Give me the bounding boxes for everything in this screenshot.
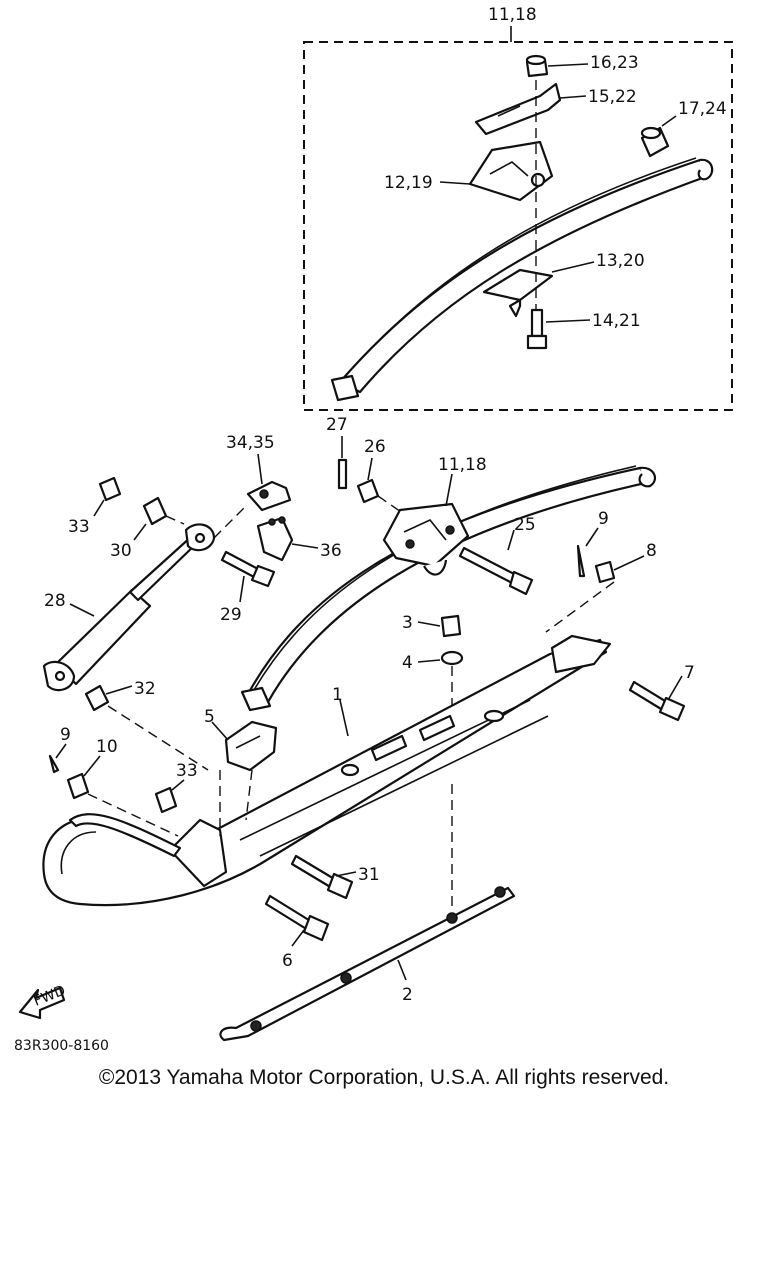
callout-c14-21: 14,21 [592,311,641,331]
callout-c9-left: 9 [60,725,71,745]
nut-8 [594,560,616,584]
callout-c12-19: 12,19 [384,173,433,193]
bracket-34-35 [246,480,292,512]
bolt-29 [220,550,276,588]
bushing-17-24 [640,126,670,158]
callout-c36: 36 [320,541,342,561]
ski-parts-diagram: 11,18 16,23 15,22 17,24 12,19 13,20 [14,5,733,1054]
nut-3 [440,614,462,638]
runner-2 [219,886,516,1042]
callout-c11-18: 11,18 [438,455,487,475]
leaf-spring [240,465,657,712]
callout-c30: 30 [110,541,132,561]
nut-33-bottom [154,786,178,814]
bolt-27 [337,458,348,490]
cotter-pin-9-right [576,544,586,578]
bracket-15-22 [474,82,562,136]
callout-c25: 25 [514,515,536,535]
inset-box [303,41,733,411]
callout-c8: 8 [646,541,657,561]
nut-26 [356,478,380,504]
callout-c10: 10 [96,737,118,757]
shock-absorber-28 [42,523,216,692]
callout-c4: 4 [402,653,413,673]
callout-c27: 27 [326,415,348,435]
callout-c15-22: 15,22 [588,87,637,107]
bushing-30 [142,496,168,526]
callout-c33-bottom: 33 [176,761,198,781]
washer-4 [440,650,464,666]
copyright-notice: ©2013 Yamaha Motor Corporation, U.S.A. A… [98,1066,670,1089]
callout-c34-35: 34,35 [226,433,275,453]
callout-c13-20: 13,20 [596,251,645,271]
callout-c1: 1 [332,685,343,705]
damper-36 [256,516,294,562]
seat-12-19 [468,140,554,202]
callout-c33-top: 33 [68,517,90,537]
callout-c17-24: 17,24 [678,99,727,119]
callout-c2: 2 [402,985,413,1005]
ski-1 [42,634,612,907]
callout-c31: 31 [358,865,380,885]
bolt-14-21 [526,308,548,350]
callout-c32: 32 [134,679,156,699]
callout-c6: 6 [282,951,293,971]
nut-16-23 [525,54,549,78]
holder-5 [224,720,278,772]
nut-10 [66,772,90,800]
callout-c29: 29 [220,605,242,625]
callout-c7: 7 [684,663,695,683]
plate-13-20 [482,268,554,318]
bolt-25 [458,546,534,596]
seat-11-18 [382,502,470,576]
callout-11-18-top: 11,18 [488,5,537,25]
callout-c3: 3 [402,613,413,633]
callout-c28: 28 [44,591,66,611]
bolt-31 [290,854,354,900]
bushing-32 [84,684,110,712]
fwd-arrow-icon: FWD [18,983,68,1020]
callout-c5: 5 [204,707,215,727]
callout-c9-right: 9 [598,509,609,529]
leaf-spring-inset [330,157,714,402]
part-number: 83R300-8160 [14,1038,109,1054]
bolt-6 [264,894,330,942]
callout-c16-23: 16,23 [590,53,639,73]
bolt-7 [628,680,686,722]
callout-c26: 26 [364,437,386,457]
nut-33-top [98,476,122,502]
cotter-pin-9-left [48,754,60,774]
